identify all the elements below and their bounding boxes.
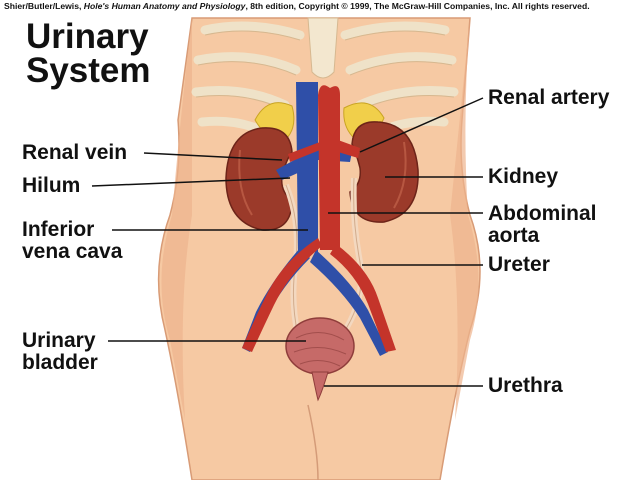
leader-lines (91, 97, 484, 387)
label-abdominal-aorta-line-1: Abdominal (488, 202, 597, 225)
right-iliac-artery (330, 244, 396, 352)
rib-cage (191, 21, 459, 140)
credit-details: , 8th edition, Copyright © 1999, The McG… (245, 1, 590, 11)
sternum (307, 17, 339, 79)
label-urinary-bladder: Urinary bladder (22, 330, 98, 374)
groin-line (307, 404, 319, 480)
label-urinary-bladder-line-2: bladder (22, 351, 98, 374)
label-inferior-vena-cava: Inferior vena cava (22, 219, 122, 263)
label-inferior-vena-cava-line-1: Inferior (22, 218, 95, 241)
label-hilum: Hilum (22, 174, 81, 197)
label-abdominal-aorta-line-2: aorta (488, 224, 540, 247)
right-renal-artery (338, 140, 360, 158)
label-kidney: Kidney (488, 165, 559, 188)
title-line-1: Urinary (26, 17, 149, 56)
torso-shading-left (161, 18, 192, 420)
torso-shading-right (450, 18, 479, 420)
urethra (311, 371, 329, 402)
right-kidney (349, 121, 419, 223)
inferior-vena-cava (296, 82, 318, 252)
credit-authors: Shier/Butler/Lewis, (4, 1, 84, 11)
leader-renal-vein (143, 152, 283, 161)
abdominal-aorta (318, 95, 340, 250)
leader-renal-artery (359, 97, 484, 153)
label-urinary-bladder-line-1: Urinary (22, 329, 96, 352)
leader-hilum (91, 177, 291, 187)
label-renal-artery: Renal artery (488, 86, 610, 109)
label-abdominal-aorta: Abdominal aorta (488, 203, 597, 247)
label-urethra: Urethra (488, 374, 563, 397)
left-renal-vein (276, 158, 300, 180)
page-title: Urinary System (26, 17, 151, 90)
right-iliac-vein (310, 250, 388, 356)
label-renal-vein: Renal vein (22, 141, 128, 164)
left-renal-artery (288, 142, 320, 162)
left-iliac-artery (242, 238, 322, 352)
label-inferior-vena-cava-line-2: vena cava (22, 240, 123, 263)
copyright-credit: Shier/Butler/Lewis, Hole's Human Anatomy… (4, 1, 590, 11)
aortic-arch-top (318, 85, 340, 95)
urinary-bladder (285, 317, 355, 375)
title-line-2: System (26, 51, 151, 90)
credit-book-title: Hole's Human Anatomy and Physiology (83, 1, 246, 11)
label-ureter: Ureter (488, 253, 550, 276)
